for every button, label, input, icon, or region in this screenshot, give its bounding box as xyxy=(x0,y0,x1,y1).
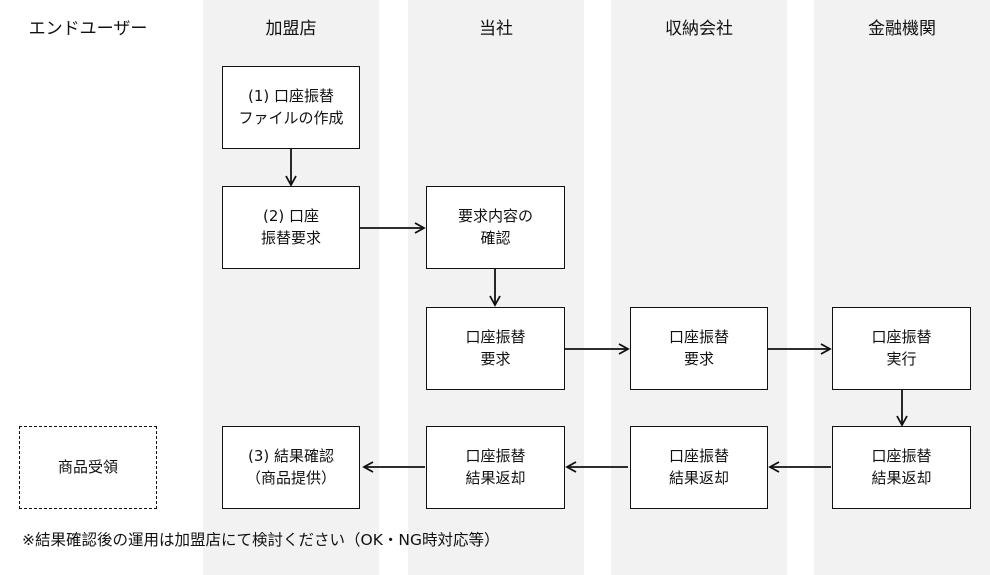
step-collector-transfer-request: 口座振替 要求 xyxy=(630,307,768,390)
step-company-transfer-request: 口座振替 要求 xyxy=(426,307,565,390)
step-merchant-transfer-request-label: (2) 口座 振替要求 xyxy=(260,206,321,247)
step-company-return-result-label: 口座振替 結果返却 xyxy=(465,446,526,487)
lane-title-collector: 収納会社 xyxy=(665,19,733,39)
lane-title-end-user: エンドユーザー xyxy=(28,19,148,39)
step-merchant-confirm-result-label: (3) 結果確認 （商品提供） xyxy=(245,446,336,487)
step-bank-return-result: 口座振替 結果返却 xyxy=(832,426,971,509)
step-bank-execute-transfer-label: 口座振替 実行 xyxy=(871,327,932,368)
step-create-transfer-file-label: (1) 口座振替 ファイルの作成 xyxy=(238,86,344,127)
step-collector-return-result-label: 口座振替 結果返却 xyxy=(668,446,729,487)
step-company-transfer-request-label: 口座振替 要求 xyxy=(465,327,526,368)
lane-title-bank: 金融機関 xyxy=(868,19,936,39)
lane-title-merchant: 加盟店 xyxy=(265,19,317,39)
step-bank-return-result-label: 口座振替 結果返却 xyxy=(871,446,932,487)
step-create-transfer-file: (1) 口座振替 ファイルの作成 xyxy=(222,66,360,149)
step-receive-goods: 商品受領 xyxy=(19,426,157,509)
step-collector-return-result: 口座振替 結果返却 xyxy=(630,426,768,509)
step-confirm-request-label: 要求内容の 確認 xyxy=(457,206,533,247)
step-receive-goods-label: 商品受領 xyxy=(57,457,118,476)
footnote: ※結果確認後の運用は加盟店にて検討ください（OK・NG時対応等） xyxy=(22,531,500,549)
step-confirm-request: 要求内容の 確認 xyxy=(426,186,565,269)
step-merchant-transfer-request: (2) 口座 振替要求 xyxy=(222,186,360,269)
lane-title-company: 当社 xyxy=(479,19,513,39)
step-company-return-result: 口座振替 結果返却 xyxy=(426,426,565,509)
step-bank-execute-transfer: 口座振替 実行 xyxy=(832,307,971,390)
step-collector-transfer-request-label: 口座振替 要求 xyxy=(668,327,729,368)
step-merchant-confirm-result: (3) 結果確認 （商品提供） xyxy=(222,426,360,509)
